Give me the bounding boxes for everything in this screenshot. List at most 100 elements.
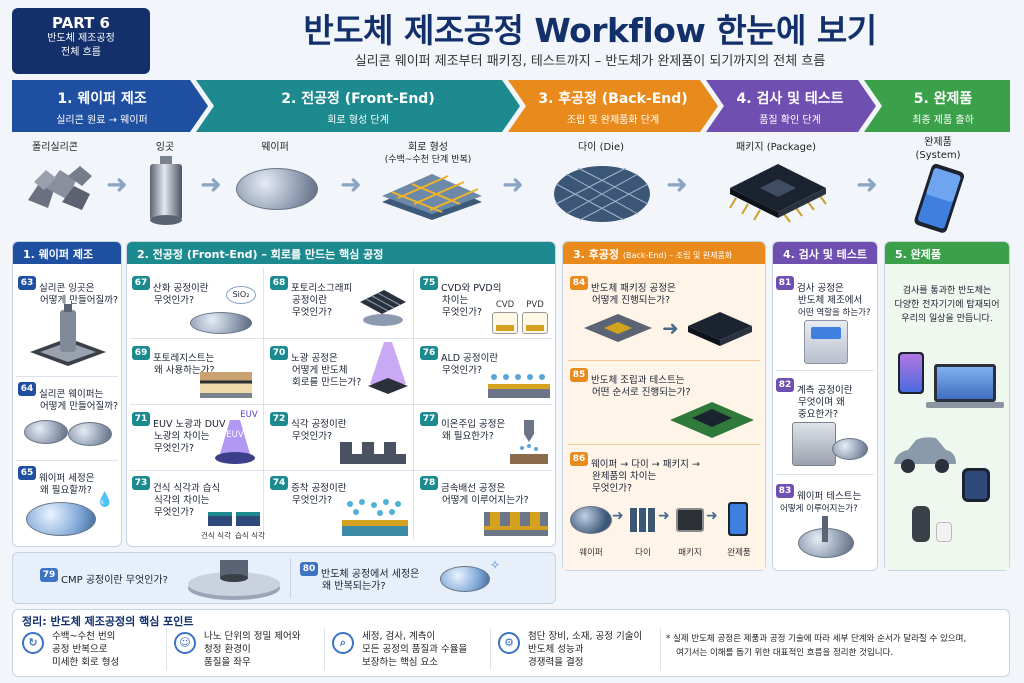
sparkle-icon: ✧ bbox=[490, 558, 501, 572]
flow-shape-2 bbox=[196, 80, 520, 132]
flow-step-2-label: 2. 전공정 (Front-End) bbox=[281, 91, 435, 107]
arrow-icon: ➜ bbox=[106, 170, 128, 200]
photoresist-layers-icon bbox=[200, 372, 252, 398]
question-text: CVD와 PVD의 bbox=[441, 283, 502, 294]
flow-step-2: 2. 전공정 (Front-End)회로 형성 단계 bbox=[210, 80, 506, 132]
arrow-icon: ➜ bbox=[200, 170, 222, 200]
desc-line: 우리의 일상을 만듭니다. bbox=[901, 314, 993, 324]
question-number: 81 bbox=[776, 276, 794, 290]
panel-3-header: 3. 후공정 (Back-End) – 조립 및 완제품화 bbox=[563, 242, 765, 264]
arrow-icon: ➜ bbox=[706, 508, 718, 524]
question-number: 83 bbox=[776, 484, 794, 498]
wafer-icon bbox=[24, 420, 68, 444]
arrow-icon: ➜ bbox=[502, 170, 524, 200]
summary-line: 품질을 좌우 bbox=[204, 657, 251, 668]
flow-step-5-label: 5. 완제품 bbox=[913, 91, 973, 107]
item-die-label: 다이 (Die) bbox=[577, 142, 624, 153]
arrow-icon: ➜ bbox=[856, 170, 878, 200]
question-number: 72 bbox=[270, 412, 288, 426]
item-package-label: 패키지 (Package) bbox=[735, 142, 817, 153]
question-number: 73 bbox=[132, 476, 150, 490]
euv-beam-icon bbox=[215, 420, 255, 464]
panel-5-body bbox=[885, 264, 1009, 570]
question-text: 무엇이며 왜 bbox=[798, 397, 845, 408]
flow-label-product: 완제품 bbox=[727, 548, 751, 558]
deposition-icon bbox=[342, 499, 408, 536]
ion-implant-icon bbox=[510, 420, 548, 464]
etched-pattern-icon bbox=[340, 442, 406, 464]
equipment-gear-icon: ⚙ bbox=[498, 632, 520, 654]
question-text: 반도체 공정에서 세정은 bbox=[321, 569, 420, 580]
metal-wiring-icon bbox=[484, 512, 548, 536]
question-text: 산화 공정이란 bbox=[153, 283, 209, 294]
metrology-machine-icon bbox=[792, 422, 836, 466]
question-text: 포토레지스트는 bbox=[153, 353, 215, 364]
summary-line: 모든 공정의 품질과 수율을 bbox=[362, 644, 468, 655]
wafer-icon bbox=[190, 312, 252, 334]
ald-layers-icon bbox=[488, 374, 550, 398]
panel-2-title: 2. 전공정 (Front-End) – 회로를 만드는 핵심 공정 bbox=[127, 242, 555, 264]
question-number: 78 bbox=[420, 476, 438, 490]
phone-icon bbox=[898, 352, 924, 394]
question-text: 실리콘 잉곳은 bbox=[39, 283, 95, 294]
question-text: 포토리소그래피 bbox=[291, 283, 353, 294]
question-number: 79 bbox=[40, 568, 58, 582]
item-circuit-label: 회로 형성 bbox=[408, 142, 448, 153]
flow-step-4-label: 4. 검사 및 테스트 bbox=[736, 91, 844, 107]
repeat-cycle-icon: ↻ bbox=[22, 632, 44, 654]
water-drop-icon: 💧 bbox=[96, 492, 114, 508]
question-number: 77 bbox=[420, 412, 438, 426]
question-number: 65 bbox=[18, 466, 36, 480]
smartphone-icon bbox=[914, 164, 965, 233]
summary-line: 청정 환경이 bbox=[204, 644, 251, 655]
arrow-icon: ➜ bbox=[340, 170, 362, 200]
question-text: 공정이란 bbox=[292, 295, 327, 306]
question-text: 증착 공정이란 bbox=[291, 483, 347, 494]
question-text: 어떻게 만들어질까? bbox=[40, 295, 118, 306]
question-number: 63 bbox=[18, 276, 36, 290]
page-subtitle: 실리콘 웨이퍼 제조부터 패키징, 테스트까지 – 반도체가 완제품이 되기까지… bbox=[354, 54, 826, 69]
euv-beam-label: EUV bbox=[226, 430, 244, 440]
question-text: 무엇인가? bbox=[292, 307, 333, 318]
question-text: 회로를 만드는가? bbox=[292, 377, 362, 388]
question-number: 84 bbox=[570, 276, 588, 290]
question-text: 웨이퍼 테스트는 bbox=[797, 491, 862, 502]
question-text: 왜 필요할까? bbox=[40, 485, 92, 496]
question-number: 86 bbox=[570, 452, 588, 466]
flow-label-package: 패키지 bbox=[678, 548, 702, 558]
panel-5-desc: 검사를 통과한 반도체는 다양한 전자기기에 탑재되어 우리의 일상을 만듭니다… bbox=[888, 284, 1006, 326]
item-circuit-sub: (수백~수천 단계 반복) bbox=[384, 155, 472, 165]
question-text: 식각 공정이란 bbox=[291, 419, 347, 430]
pvd-label: PVD bbox=[526, 300, 544, 310]
flow-label-wafer: 웨이퍼 bbox=[579, 548, 603, 558]
question-text: 무엇인가? bbox=[292, 495, 333, 506]
part-sub1: 반도체 제조공정 bbox=[47, 33, 115, 44]
question-text: 왜 사용하는가? bbox=[154, 365, 215, 376]
